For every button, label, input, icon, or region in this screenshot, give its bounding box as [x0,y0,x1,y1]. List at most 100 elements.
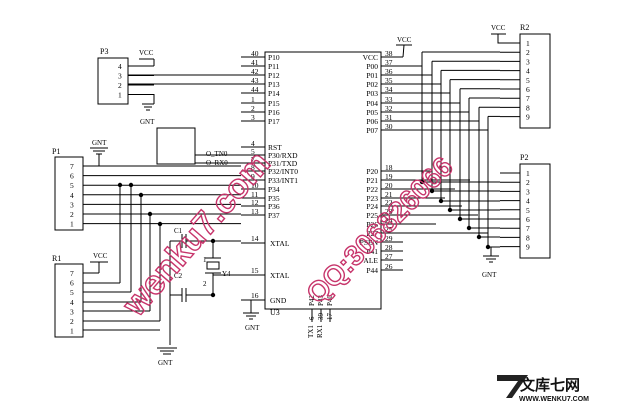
pin-name: P31/TXD [268,159,298,168]
pin-name: P12 [268,71,280,80]
junction-dot [457,216,463,222]
pin-number: 20 [385,181,393,190]
junction-dot [429,188,435,194]
svg-text:GNT: GNT [245,324,260,332]
connector-pin-number: 3 [70,200,74,209]
pin-name: P04 [366,99,378,108]
pin-number: 36 [385,67,393,76]
connector-p2-body [519,163,551,259]
chip-right-pins: 38VCC37P0036P0135P0234P0333P0432P0531P06… [360,49,393,275]
junction-dot [210,238,216,244]
pin-name: P24 [366,202,378,211]
junction-dot [447,207,453,213]
pin-number: 41 [251,58,259,67]
connector-p1-body [54,156,84,231]
pin-name: P23 [366,194,378,203]
pin-name: P16 [268,108,280,117]
gnt-symbol-chip: GNT [243,312,260,332]
pin-name: P22 [366,185,378,194]
connector-pin-number: 5 [526,76,530,85]
junction-dot [438,198,444,204]
svg-text:VCC: VCC [397,36,412,44]
svg-text:VCC: VCC [139,49,154,57]
pin-name: PSEN [360,238,379,247]
pin-name: P05 [366,108,378,117]
svg-text:QQ:306826066: QQ:306826066 [300,151,458,309]
pin-name: P36 [268,202,280,211]
pin-number: 31 [385,113,393,122]
connector-pin-number: 9 [526,243,530,252]
connector-pin-number: 6 [526,85,530,94]
pin-name: P35 [268,194,280,203]
connector-pin-number: 5 [70,181,74,190]
pin-number: 17 [326,313,334,321]
connector-pin-number: 5 [70,288,74,297]
crystal-pin2: 2 [203,280,207,288]
connector-p3-ref: P3 [100,47,108,56]
connector-pin-number: 4 [526,67,530,76]
pin-number: 29 [385,234,393,243]
pin-name: P06 [366,117,378,126]
pin-number: 5 [251,147,255,156]
pin-number: 32 [385,104,393,113]
pin-number: 11 [251,190,258,199]
capacitor-c2-label: C2 [174,272,183,280]
site-logo: 文库七网 WWW.WENKU7.COM [497,375,589,403]
connector-r1-ref: R1 [52,254,61,263]
pin-name: P13 [268,80,280,89]
junction-dot [138,192,144,198]
pin-name: P27 [366,229,378,238]
pin-number: 7 [251,155,255,164]
pin-number: 43 [251,76,259,85]
pin-name: P11 [268,62,280,71]
pin-name: P26 [366,220,378,229]
connector-pin-number: 2 [118,81,122,90]
connector-pin-number: 4 [526,197,530,206]
net-o-tn0: O_TN0 [206,150,228,158]
pin-number: 28 [385,243,393,252]
connector-pin-number: 8 [526,233,530,242]
pin-number: 15 [251,266,259,275]
pin-name: P03 [366,89,378,98]
connector-pin-number: 9 [526,113,530,122]
pin-number: 10 [251,181,259,190]
svg-text:GNT: GNT [482,271,497,279]
pin-number: 12 [251,198,259,207]
pin-number: 26 [385,262,393,271]
pin-name: P07 [366,126,378,135]
pin-number: 35 [385,76,393,85]
pin-number: 38 [385,49,393,58]
connector-pin-number: 4 [118,62,122,71]
pin-name: P00 [366,62,378,71]
connector-pin-number: 1 [118,91,122,100]
pin-number: 2 [251,104,255,113]
connector-pin-number: 1 [70,220,74,229]
connector-pin-number: 2 [526,178,530,187]
pin-number: 4 [251,139,255,148]
aux-module-box [156,127,196,165]
watermark-text-2: QQ:306826066 [300,150,460,310]
pin-number: 19 [385,172,393,181]
capacitor-c1 [181,234,187,248]
crystal-pin1: 1 [203,256,207,264]
logo-url: WWW.WENKU7.COM [519,396,589,403]
junction-dot [128,182,134,188]
svg-text:VCC: VCC [93,252,108,260]
pin-number: 14 [251,234,259,243]
vcc-symbol-chip: VCC [396,36,412,46]
pin-number: 34 [385,85,393,94]
pin-name: P15 [268,99,280,108]
pin-number: 42 [251,67,259,76]
junction-dot [117,182,123,188]
pin-name: P41 [366,247,378,256]
connector-pin-number: 6 [526,215,530,224]
pin-name: P43 [317,295,325,306]
connector-pin-number: 3 [118,72,122,81]
connector-pin-number: 6 [70,279,74,288]
pin-name: XTAL [270,271,290,280]
connector-pin-number: 4 [70,298,74,307]
pin-name: P02 [366,80,378,89]
